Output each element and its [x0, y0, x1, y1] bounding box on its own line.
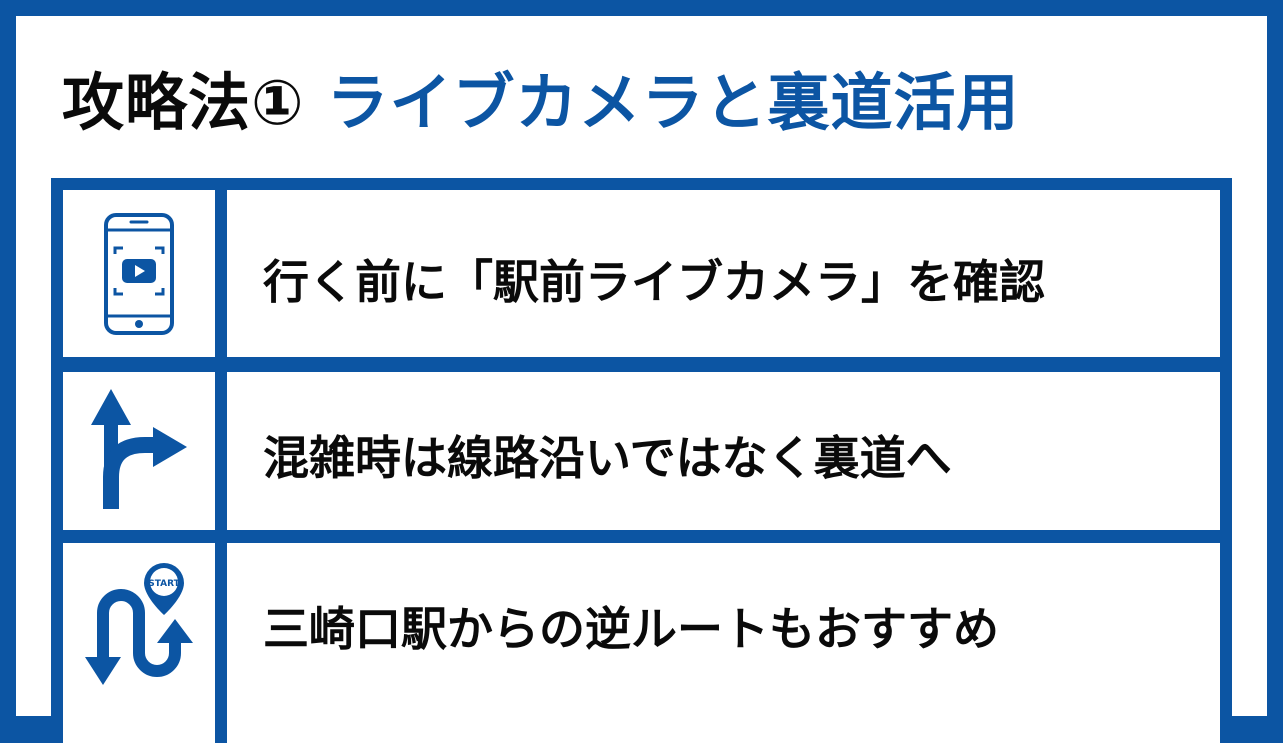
text-cell: 三崎口駅からの逆ルートもおすすめ — [227, 543, 1220, 743]
tip-text: 行く前に「駅前ライブカメラ」を確認 — [263, 255, 1045, 309]
tip-text: 混雑時は線路沿いではなく裏道へ — [263, 431, 952, 485]
title-lead: 攻略法① — [62, 66, 305, 139]
slide-frame: 攻略法① ライブカメラと裏道活用 — [16, 16, 1267, 743]
icon-cell: START — [63, 543, 215, 743]
svg-text:START: START — [148, 579, 180, 589]
icon-cell — [63, 190, 215, 357]
tip-row-live-camera: 行く前に「駅前ライブカメラ」を確認 — [63, 190, 1220, 357]
route-branch-arrows-icon — [89, 389, 189, 513]
text-cell: 混雑時は線路沿いではなく裏道へ — [227, 372, 1220, 530]
tip-row-reverse-route: START 三崎口駅からの逆ルートもおすすめ — [63, 543, 1220, 743]
icon-cell — [63, 372, 215, 530]
text-cell: 行く前に「駅前ライブカメラ」を確認 — [227, 190, 1220, 357]
tips-table: 行く前に「駅前ライブカメラ」を確認 混雑時は線路沿いではなく裏道へ — [51, 178, 1232, 743]
smartphone-live-camera-icon — [103, 212, 175, 336]
reverse-route-start-pin-icon: START — [79, 561, 199, 691]
title-accent: ライブカメラと裏道活用 — [326, 66, 1020, 139]
tip-row-back-road: 混雑時は線路沿いではなく裏道へ — [63, 372, 1220, 530]
tip-text: 三崎口駅からの逆ルートもおすすめ — [263, 602, 999, 656]
